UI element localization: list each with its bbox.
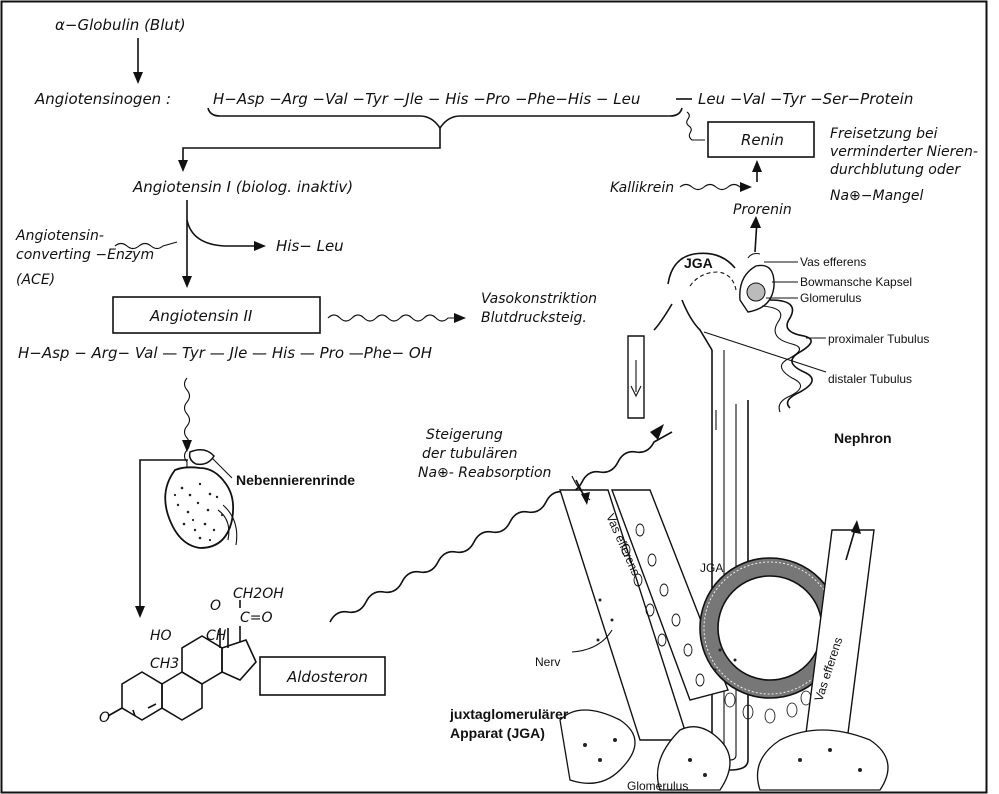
label-ch2oh: CH2OH <box>233 586 284 602</box>
label-dist-tubulus: distaler Tubulus <box>828 372 912 386</box>
label-nerv: Nerv <box>535 655 560 669</box>
label-steigerung-1: Steigerung <box>426 427 503 443</box>
label-glomerulus-bottom: Glomerulus <box>627 779 688 793</box>
label-nebennierenrinde: Nebennierenrinde <box>236 472 355 488</box>
label-alpha-globulin: α−Globulin (Blut) <box>55 16 186 34</box>
label-kallikrein: Kallikrein <box>610 180 674 196</box>
label-his-leu: His− Leu <box>276 237 344 255</box>
label-prorenin: Prorenin <box>733 202 792 218</box>
label-nephron: Nephron <box>834 430 892 446</box>
label-c-o: C=O <box>240 610 273 626</box>
label-angiotensin2: Angiotensin II <box>149 307 253 325</box>
label-jga-full-2: Apparat (JGA) <box>450 725 545 741</box>
label-bowman: Bowmansche Kapsel <box>800 275 912 289</box>
label-ch3: CH3 <box>150 656 179 672</box>
label-glomerulus: Glomerulus <box>800 291 861 305</box>
label-freisetzung-2: verminderter Nieren- <box>830 144 978 160</box>
label-steigerung-2: der tubulären <box>422 446 518 462</box>
label-o-left: O <box>99 710 110 726</box>
label-freisetzung-4: Na⊕−Mangel <box>830 188 924 204</box>
angiotensinogen-sequence-part1: H−Asp −Arg −Val −Tyr −Jle − His −Pro −Ph… <box>213 90 640 108</box>
label-ace-3: (ACE) <box>16 272 55 288</box>
label-freisetzung-1: Freisetzung bei <box>830 126 938 142</box>
label-jga: JGA <box>684 255 713 271</box>
label-angiotensin1: Angiotensin I (biolog. inaktiv) <box>132 178 353 196</box>
angiotensinogen-sequence-part2: Leu −Val −Tyr −Ser−Protein <box>698 90 913 108</box>
label-ace-2: converting −Enzym <box>16 247 154 263</box>
label-aldosteron: Aldosteron <box>286 668 368 686</box>
label-vaso-2: Blutdrucksteig. <box>481 310 587 326</box>
label-freisetzung-3: durchblutung oder <box>830 162 961 178</box>
label-prox-tubulus: proximaler Tubulus <box>828 332 929 346</box>
label-vaso-1: Vasokonstriktion <box>481 291 597 307</box>
label-jga-full-1: juxtaglomerulärer <box>449 706 569 722</box>
label-renin: Renin <box>741 131 784 149</box>
label-ch: CH <box>206 628 227 644</box>
label-vas-efferens: Vas efferens <box>800 255 866 269</box>
angiotensin2-sequence: H−Asp − Arg− Val — Tyr — Jle — His — Pro… <box>18 344 432 362</box>
label-ho: HO <box>150 628 172 644</box>
label-jga-small: JGA <box>700 561 723 575</box>
label-ace-1: Angiotensin- <box>15 228 104 244</box>
label-o-top: O <box>210 598 221 614</box>
label-angiotensinogen: Angiotensinogen : <box>34 90 171 108</box>
label-steigerung-3: Na⊕- Reabsorption <box>418 465 551 481</box>
